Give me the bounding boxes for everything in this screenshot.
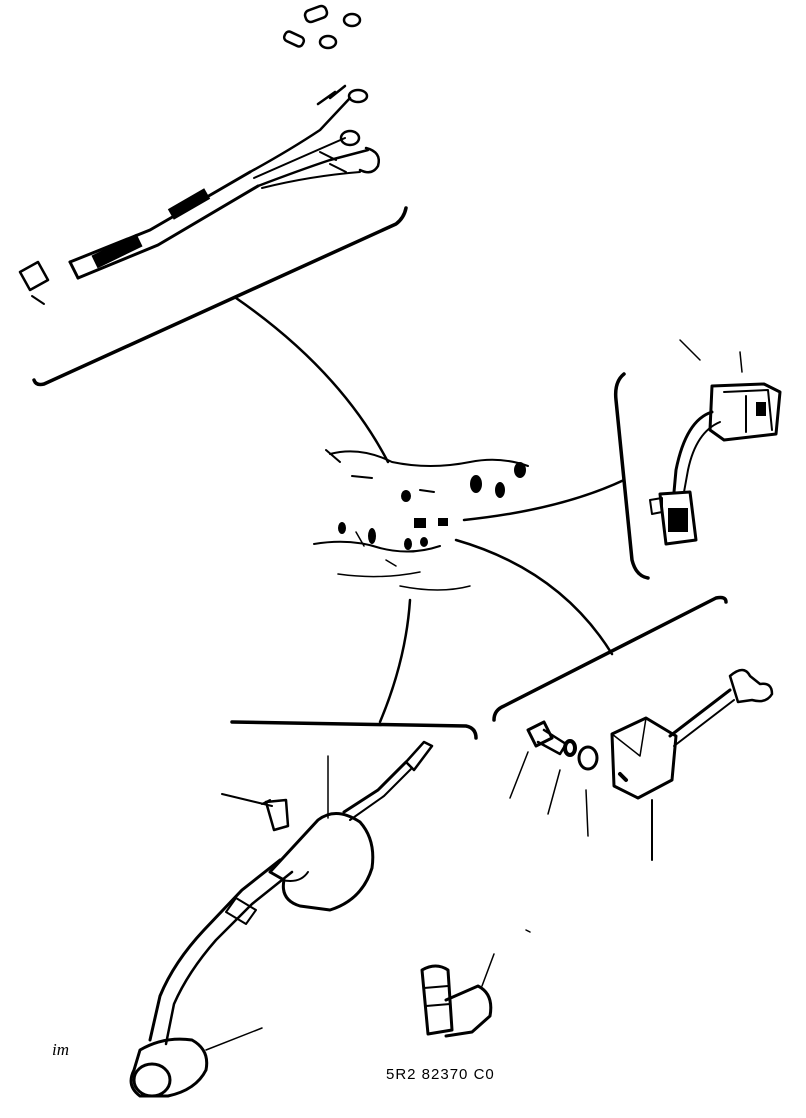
frame-panels <box>32 206 728 740</box>
wire-end-terminals <box>316 84 380 174</box>
regulator-unit <box>610 668 774 800</box>
terminal-connectors-top <box>282 4 362 50</box>
spark-plug-cap-left <box>129 1027 263 1098</box>
engine-block-sketch <box>313 449 529 591</box>
harness-sleeve <box>68 170 260 280</box>
harness-wires <box>248 96 370 189</box>
leader-lines <box>234 296 653 861</box>
bolt-and-washers <box>509 720 599 837</box>
grommet-end <box>18 260 50 305</box>
corner-mark: im <box>52 1040 69 1059</box>
panel-upper <box>32 206 408 387</box>
panel-lower-left <box>230 720 478 740</box>
panel-right <box>613 372 650 580</box>
part-code-label: 5R2 82370 C0 <box>386 1066 495 1083</box>
wire-harness <box>18 4 380 305</box>
panel-lower-right <box>492 595 728 722</box>
relay-unit <box>649 339 782 546</box>
ignition-coil <box>148 740 434 1046</box>
spark-plug-cap-center <box>420 929 531 1038</box>
